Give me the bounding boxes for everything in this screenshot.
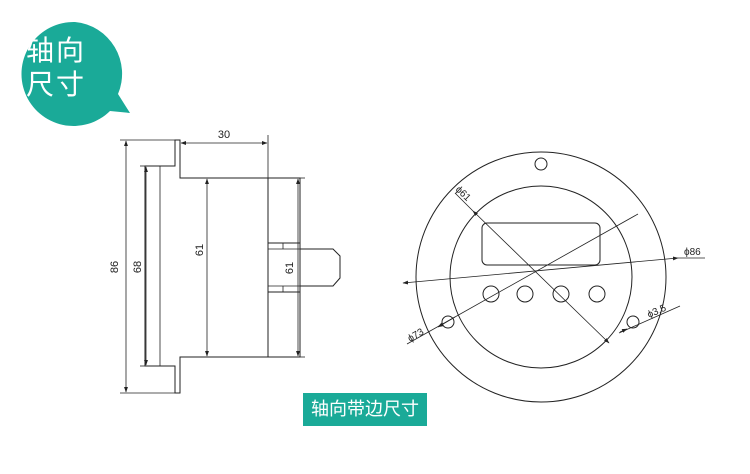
mount-hole-top [534, 157, 548, 171]
dim-61-inner-label: 61 [194, 244, 206, 256]
dim-61-right-label: 61 [284, 262, 296, 274]
mount-hole-right [626, 315, 640, 329]
button-3 [552, 285, 570, 303]
dim-d61-label: ϕ61 [453, 184, 473, 204]
badge-line-2: 尺寸 [26, 68, 87, 101]
side-view: 86 68 61 61 30 [109, 129, 341, 394]
connector-outline [267, 242, 341, 293]
dim-d35-label: ϕ3.5 [646, 303, 669, 321]
dim-30-label: 30 [218, 129, 230, 141]
dim-d61-leader [454, 192, 474, 212]
dim-d73-label: ϕ73 [406, 326, 426, 344]
dim-68-label: 68 [132, 261, 144, 273]
front-view: ϕ61 ϕ86 ϕ73 ϕ3.5 [402, 151, 705, 403]
badge-label: 轴向 尺寸 [26, 34, 126, 102]
dim-d86-line [402, 256, 679, 285]
mount-hole-left [441, 315, 455, 329]
caption-label: 轴向带边尺寸 [303, 393, 427, 426]
section-badge [21, 21, 130, 126]
button-2 [516, 285, 534, 303]
dim-d86-label: ϕ86 [684, 247, 701, 258]
dim-86-label: 86 [109, 261, 121, 273]
display-window [481, 222, 601, 266]
button-4 [588, 285, 606, 303]
dim-d61-line [472, 210, 610, 344]
badge-line-1: 轴向 [26, 34, 87, 67]
dim-d35-line [618, 305, 681, 334]
side-view-outline [144, 139, 301, 394]
dim-d35-arrow [619, 328, 628, 333]
badge-bubble [21, 21, 130, 126]
dim-d73-arrow [437, 316, 456, 328]
